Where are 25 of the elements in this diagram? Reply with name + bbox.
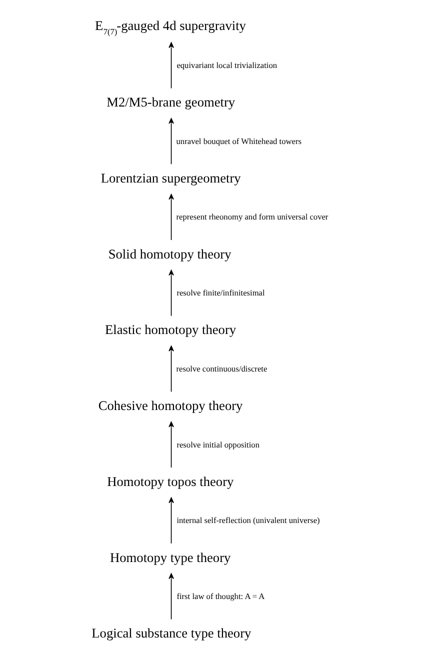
arrow: [168, 118, 174, 165]
arrow: [168, 422, 174, 468]
edge-label: resolve initial opposition: [176, 440, 260, 450]
edge-label: unravel bouquet of Whitehead towers: [176, 136, 302, 146]
node-text: Elastic homotopy theory: [105, 322, 236, 338]
arrow: [168, 497, 174, 544]
node-text: Homotopy topos theory: [107, 474, 234, 489]
edge-label: internal self-reflection (univalent universe): [176, 516, 320, 526]
node-text: Solid homotopy theory: [108, 246, 232, 262]
edge-label: first law of thought: A = A: [176, 592, 265, 602]
node-text: Logical substance type theory: [92, 626, 252, 641]
arrow: [168, 346, 174, 392]
arrow: [168, 270, 174, 316]
arrow: [168, 194, 174, 240]
node-text: M2/M5-brane geometry: [106, 94, 236, 110]
edge-label: resolve finite/infinitesimal: [176, 288, 265, 298]
arrow: [168, 573, 174, 620]
node-text: Lorentzian supergeometry: [100, 170, 241, 186]
node-text: Homotopy type theory: [110, 550, 231, 565]
edge-label: equivariant local trivialization: [176, 60, 278, 70]
arrow: [168, 42, 174, 89]
edge-label: resolve continuous/discrete: [176, 364, 268, 374]
edge-label: represent rheonomy and form universal cover: [176, 212, 328, 222]
node-text: Cohesive homotopy theory: [98, 398, 243, 414]
node-text: E$_{7(7)}$-gauged 4d supergravity: [95, 18, 246, 36]
